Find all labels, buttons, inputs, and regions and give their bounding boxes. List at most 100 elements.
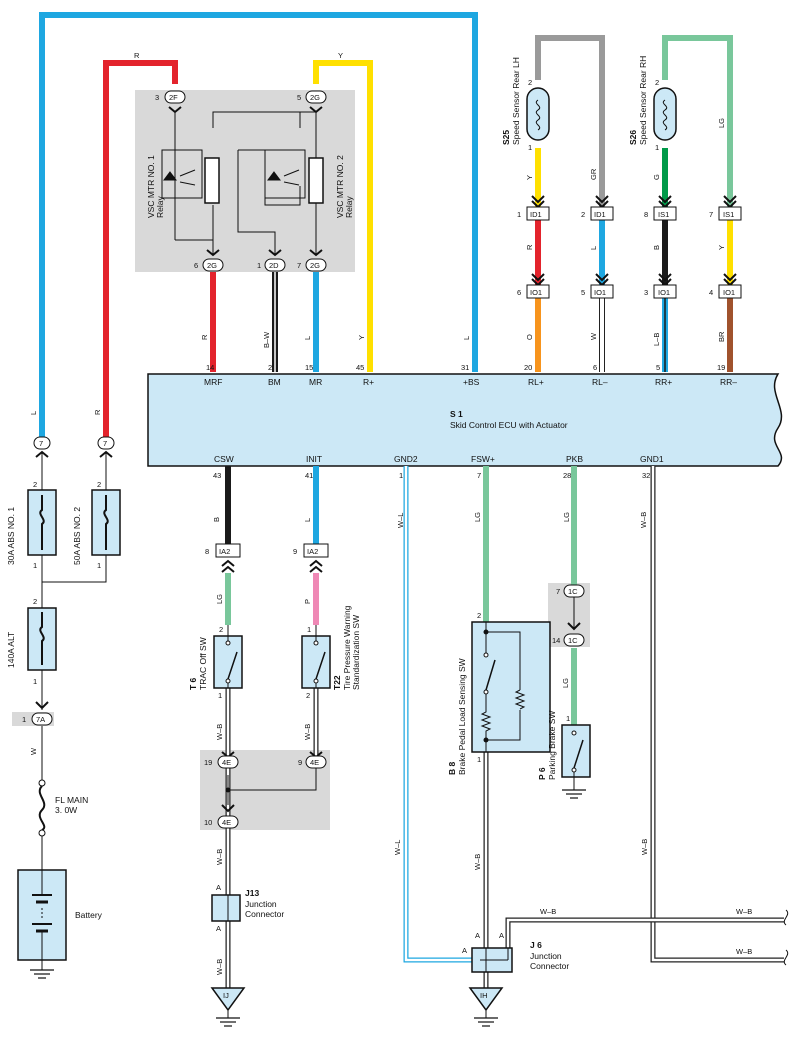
svg-text:S25: S25 bbox=[501, 130, 511, 145]
wire-label-wb-3: W–B bbox=[736, 947, 752, 956]
svg-text:W: W bbox=[29, 747, 38, 755]
speed-sensor-rear-rh: 2 1 S26 Speed Sensor Rear RH G LG bbox=[628, 56, 726, 180]
connector-io1-3: IO1 3 bbox=[644, 273, 677, 299]
wire-wl-gnd2 bbox=[403, 466, 480, 963]
svg-text:2G: 2G bbox=[310, 261, 320, 270]
wire-label: LG bbox=[473, 512, 482, 522]
svg-text:W–B: W–B bbox=[215, 959, 224, 975]
tire-pressure-switch: 1 2 P W–B T22 Tire Pressure Warning Stan… bbox=[301, 599, 361, 740]
relay-connector-2d: 2D 1 bbox=[257, 249, 286, 272]
connector-id1-1: ID1 1 bbox=[517, 195, 550, 221]
svg-text:J 6: J 6 bbox=[530, 940, 542, 950]
connector-io1-5: IO1 5 bbox=[581, 273, 614, 299]
junction-connector-j13: W–B A A J13 Junction Connector W–B bbox=[211, 849, 284, 975]
pin-num: 28 bbox=[563, 471, 571, 480]
pin-num: 5 bbox=[656, 363, 660, 372]
svg-text:2: 2 bbox=[33, 480, 37, 489]
svg-text:1: 1 bbox=[22, 715, 26, 724]
svg-text:2: 2 bbox=[97, 480, 101, 489]
wire-label-wl: W–L bbox=[393, 840, 402, 855]
wire-blue-bs bbox=[39, 12, 478, 437]
svg-text:2: 2 bbox=[581, 210, 585, 219]
svg-text:IH: IH bbox=[480, 991, 488, 1000]
wire-label: BR bbox=[717, 331, 726, 342]
wire-yellow-y bbox=[313, 60, 373, 372]
ecu-box bbox=[147, 373, 783, 467]
ecu-code: S 1 bbox=[450, 409, 463, 419]
svg-text:8: 8 bbox=[644, 210, 648, 219]
pin-name: RL+ bbox=[528, 377, 544, 387]
svg-text:2: 2 bbox=[528, 78, 532, 87]
pin-num: 7 bbox=[477, 471, 481, 480]
pin-name: RL– bbox=[592, 377, 608, 387]
svg-text:A: A bbox=[499, 931, 504, 940]
svg-text:P: P bbox=[303, 599, 312, 604]
svg-text:IO1: IO1 bbox=[723, 288, 735, 297]
pin-num: 32 bbox=[642, 471, 650, 480]
svg-text:Connector: Connector bbox=[245, 909, 284, 919]
wire-label-l: L bbox=[29, 411, 38, 415]
svg-text:4: 4 bbox=[709, 288, 713, 297]
svg-text:1: 1 bbox=[307, 625, 311, 634]
parking-brake-switch: 1 P 6 Parking Brake SW bbox=[537, 711, 591, 799]
wire-label: L–B bbox=[652, 333, 661, 346]
wire-label-wb: W–B bbox=[640, 839, 649, 855]
svg-text:2: 2 bbox=[33, 597, 37, 606]
battery: Battery bbox=[17, 869, 103, 961]
connector-is1-8: IS1 8 bbox=[644, 195, 677, 221]
svg-text:ID1: ID1 bbox=[530, 210, 542, 219]
ground-ih: IH bbox=[468, 987, 504, 1027]
ground-ij: IJ bbox=[210, 987, 246, 1027]
svg-text:50A ABS NO. 2: 50A ABS NO. 2 bbox=[72, 507, 82, 565]
svg-text:1C: 1C bbox=[568, 636, 578, 645]
svg-text:6: 6 bbox=[517, 288, 521, 297]
svg-text:Brake Pedal Load Sensing SW: Brake Pedal Load Sensing SW bbox=[457, 658, 467, 775]
svg-text:IA2: IA2 bbox=[219, 547, 230, 556]
wire-label: Y bbox=[357, 335, 366, 340]
svg-text:LG: LG bbox=[215, 594, 224, 604]
svg-text:Parking Brake SW: Parking Brake SW bbox=[547, 711, 557, 780]
wire-lg-s26 bbox=[662, 35, 733, 207]
wire-label-wb-1: W–B bbox=[540, 907, 556, 916]
junction-connector-j6: A A A J 6 Junction Connector bbox=[462, 931, 569, 973]
connector-1c: 1C 7 1C 14 LG bbox=[552, 584, 585, 688]
pin-num: 14 bbox=[206, 363, 214, 372]
svg-text:2F: 2F bbox=[169, 93, 178, 102]
svg-text:1: 1 bbox=[257, 261, 261, 270]
ground-symbol-battery bbox=[30, 969, 54, 979]
ecu-bottom-pins: CSW 43 B INIT 41 L GND2 1 W–L FSW+ 7 LG … bbox=[212, 454, 664, 528]
svg-text:A: A bbox=[216, 924, 221, 933]
svg-text:A: A bbox=[462, 946, 467, 955]
pin-name: MRF bbox=[204, 377, 222, 387]
wire-label: L bbox=[303, 336, 312, 340]
svg-text:140A ALT: 140A ALT bbox=[6, 632, 16, 668]
svg-text:T 6: T 6 bbox=[188, 677, 198, 690]
pin-name: R+ bbox=[363, 377, 374, 387]
relay1-label: VSC MTR NO. 1 bbox=[146, 155, 156, 218]
svg-text:1: 1 bbox=[517, 210, 521, 219]
svg-text:TRAC Off SW: TRAC Off SW bbox=[198, 637, 208, 690]
relay1-coil bbox=[204, 157, 220, 204]
svg-text:Y: Y bbox=[525, 175, 534, 180]
left-wires bbox=[41, 452, 107, 970]
pin-num: 43 bbox=[213, 471, 221, 480]
pin-num: 45 bbox=[356, 363, 364, 372]
wire-label: B–W bbox=[262, 331, 271, 348]
wire-label: W–L bbox=[396, 513, 405, 528]
ecu-top-pins: 14 MRF R 2 BM B–W 15 MR L 45 R+ Y 31 +BS… bbox=[200, 331, 737, 387]
wire-label: O bbox=[525, 334, 534, 340]
svg-text:1: 1 bbox=[528, 143, 532, 152]
wire-label: LG bbox=[562, 512, 571, 522]
svg-text:4E: 4E bbox=[310, 758, 319, 767]
wire-label-wb-2: W–B bbox=[736, 907, 752, 916]
relay2-sub: Relay bbox=[344, 196, 354, 218]
relay-connector-2g-5: 2G 5 bbox=[297, 90, 327, 114]
svg-text:IO1: IO1 bbox=[530, 288, 542, 297]
svg-text:3. 0W: 3. 0W bbox=[55, 805, 77, 815]
svg-text:P 6: P 6 bbox=[537, 767, 547, 780]
relay2-label: VSC MTR NO. 2 bbox=[335, 155, 345, 218]
svg-text:W–B: W–B bbox=[303, 724, 312, 740]
svg-text:7: 7 bbox=[39, 439, 43, 448]
svg-text:ID1: ID1 bbox=[594, 210, 606, 219]
